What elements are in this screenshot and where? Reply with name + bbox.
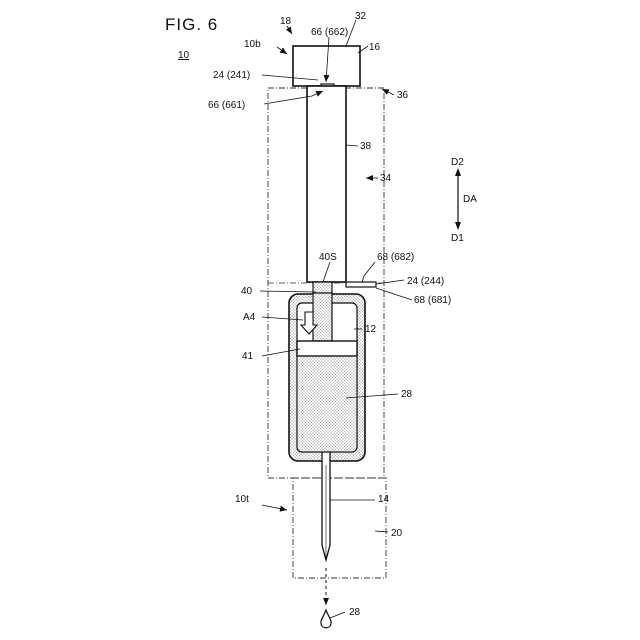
label-d1: D1	[451, 233, 464, 244]
label-32: 32	[355, 11, 367, 22]
label-66-662: 66 (662)	[311, 27, 348, 38]
arrow-down-icon	[455, 222, 461, 230]
leader-24-244	[376, 280, 404, 284]
leader-38	[346, 145, 358, 146]
label-36: 36	[397, 90, 409, 101]
device-reference: 10	[178, 50, 190, 61]
label-68-681: 68 (681)	[414, 295, 451, 306]
sensor-68	[346, 282, 376, 287]
label-28: 28	[401, 389, 413, 400]
label-10t: 10t	[235, 494, 249, 505]
label-da: DA	[463, 194, 477, 205]
label-12: 12	[365, 324, 377, 335]
plunger-head-41	[297, 341, 357, 356]
region-20-outline	[293, 478, 386, 578]
label-34: 34	[380, 173, 392, 184]
leader-18	[287, 26, 292, 34]
label-16: 16	[369, 42, 381, 53]
label-68-682: 68 (682)	[377, 252, 414, 263]
label-66-661: 66 (661)	[208, 100, 245, 111]
label-40s: 40S	[319, 252, 337, 263]
label-14: 14	[378, 494, 390, 505]
label-38: 38	[360, 141, 372, 152]
label-10b: 10b	[244, 39, 261, 50]
leader-28-drop	[330, 612, 345, 618]
label-41: 41	[242, 351, 254, 362]
label-d2: D2	[451, 157, 464, 168]
droplet-28-icon	[321, 610, 331, 628]
arrow-up-icon	[455, 168, 461, 176]
fluid-28	[298, 357, 356, 451]
leader-10b	[277, 47, 287, 54]
figure-title: FIG. 6	[165, 15, 218, 34]
leader-68-681	[376, 288, 412, 300]
plunger-shaft-inner	[313, 293, 332, 341]
label-18: 18	[280, 16, 292, 27]
label-24-244: 24 (244)	[407, 276, 444, 287]
leader-10t	[262, 505, 287, 510]
label-40: 40	[241, 286, 253, 297]
label-28-drop: 28	[349, 607, 361, 618]
label-a4: A4	[243, 312, 256, 323]
leader-68-682	[362, 262, 375, 282]
label-20: 20	[391, 528, 403, 539]
label-24-241: 24 (241)	[213, 70, 250, 81]
